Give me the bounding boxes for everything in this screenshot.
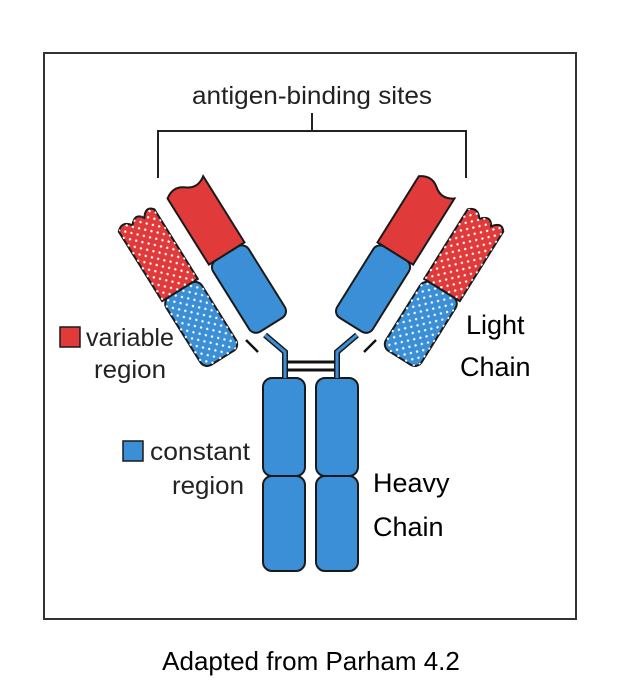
light-chain-label-line1: Light xyxy=(466,310,525,340)
heavy-chain-stem xyxy=(262,377,359,572)
right-heavy-variable xyxy=(376,175,457,267)
variable-region-label-line1: variable xyxy=(86,324,174,352)
heavy-constant-left-upper xyxy=(262,377,306,477)
heavy-constant-right-lower xyxy=(315,475,359,572)
left-heavy-variable xyxy=(166,174,246,267)
variable-region-label-line2: region xyxy=(94,356,166,384)
variable-region-swatch xyxy=(59,326,81,348)
antigen-binding-sites-label: antigen-binding sites xyxy=(192,82,432,110)
constant-region-label-line1: constant xyxy=(150,438,250,466)
right-fab-arm xyxy=(335,175,505,367)
constant-region-label-line2: region xyxy=(172,472,244,500)
heavy-constant-right-upper xyxy=(315,377,359,477)
heavy-chain-label-line2: Chain xyxy=(373,512,444,542)
figure-caption: Adapted from Parham 4.2 xyxy=(162,646,460,676)
heavy-constant-left-lower xyxy=(262,475,306,572)
hinge-region xyxy=(245,332,377,378)
heavy-chain-label-line1: Heavy xyxy=(373,468,450,498)
constant-region-swatch xyxy=(122,440,144,462)
light-chain-label-line2: Chain xyxy=(460,352,531,382)
figure-frame xyxy=(43,52,577,620)
left-fab-arm xyxy=(117,174,287,367)
antigen-bracket xyxy=(157,113,467,178)
